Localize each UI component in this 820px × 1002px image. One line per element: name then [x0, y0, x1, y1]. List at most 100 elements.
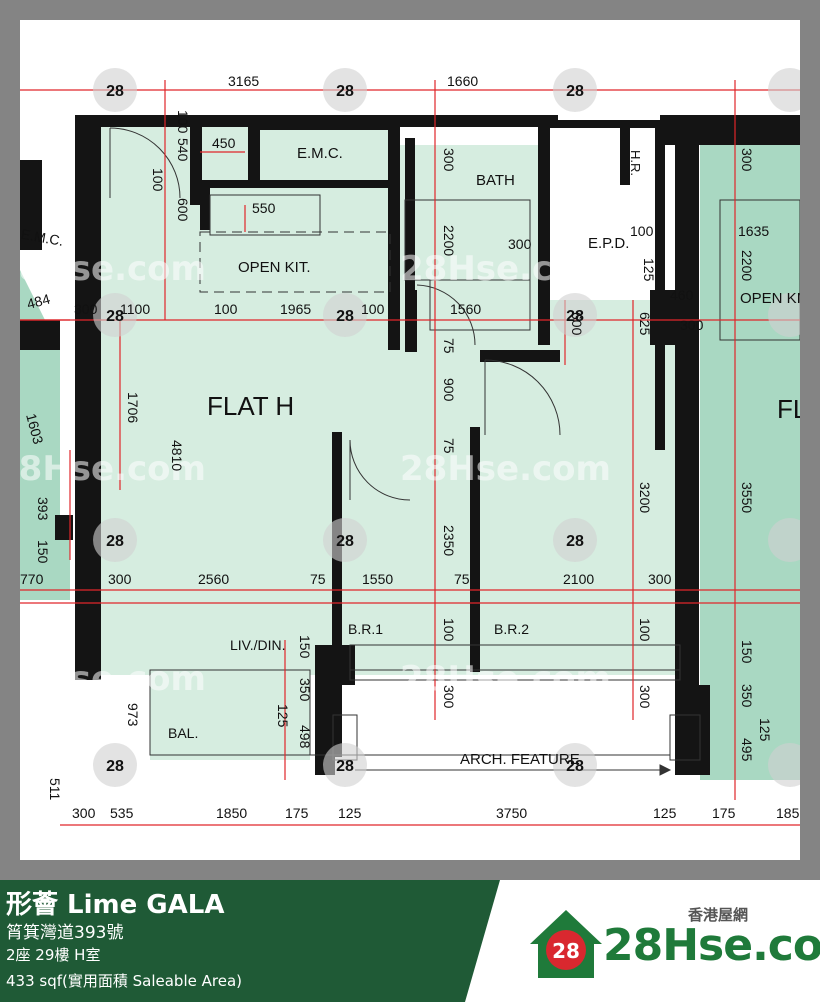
svg-text:28Hse.com: 28Hse.com	[20, 29, 206, 69]
dimension-labels-vertical: 100 540 100 600 300 2200 125 300 2200 60…	[23, 110, 773, 801]
svg-text:150: 150	[35, 540, 51, 564]
svg-text:28Hse.com: 28Hse.com	[20, 449, 206, 489]
room-labels: FLAT H FL OPEN KIT. OPEN KI BATH E.M.C. …	[20, 145, 800, 768]
svg-text:28Hse.com: 28Hse.com	[400, 29, 611, 69]
svg-text:28: 28	[106, 308, 124, 325]
svg-text:125: 125	[338, 805, 362, 821]
svg-text:2350: 2350	[441, 525, 457, 556]
room-label-open-kit-neighbor: OPEN KI	[740, 290, 800, 307]
svg-text:28: 28	[552, 939, 580, 963]
estate-address: 筲箕灣道393號	[6, 923, 124, 943]
room-label-livdin: LIV./DIN.	[230, 637, 286, 653]
svg-text:28: 28	[106, 83, 124, 100]
svg-text:300: 300	[508, 236, 532, 252]
svg-text:100: 100	[175, 110, 191, 134]
svg-text:28: 28	[106, 758, 124, 775]
svg-text:460: 460	[670, 287, 694, 303]
fixtures	[109, 127, 800, 776]
svg-text:625: 625	[637, 312, 653, 336]
svg-text:100: 100	[637, 618, 653, 642]
unit-location: 2座 29樓 H室	[6, 946, 101, 964]
svg-text:150: 150	[739, 640, 755, 664]
svg-text:150: 150	[297, 635, 313, 659]
svg-text:100: 100	[630, 223, 654, 239]
svg-text:300: 300	[441, 685, 457, 709]
svg-text:535: 535	[110, 805, 134, 821]
floor-plan-drawing: 28Hse.com 28Hse.com 28Hse.com 28Hse.com …	[20, 29, 800, 826]
svg-text:300: 300	[74, 301, 98, 317]
listing-footer: 形薈 Lime GALA 筲箕灣道393號 2座 29樓 H室 433 sqf(…	[0, 880, 820, 1002]
svg-text:2560: 2560	[198, 571, 229, 587]
room-label-flat: FLAT H	[207, 391, 294, 421]
svg-text:300: 300	[441, 148, 457, 172]
svg-text:973: 973	[125, 703, 141, 727]
svg-text:28Hse.com: 28Hse.com	[20, 249, 206, 289]
room-label-bal: BAL.	[168, 725, 198, 741]
svg-text:1560: 1560	[450, 301, 481, 317]
svg-text:100: 100	[441, 618, 457, 642]
estate-name: 形薈 Lime GALA	[6, 890, 225, 920]
svg-text:300: 300	[72, 805, 96, 821]
svg-text:125: 125	[653, 805, 677, 821]
svg-text:125: 125	[641, 258, 657, 282]
svg-text:28: 28	[336, 533, 354, 550]
svg-text:175: 175	[712, 805, 736, 821]
svg-text:350: 350	[297, 678, 313, 702]
svg-text:28Hse.com: 28Hse.com	[400, 449, 611, 489]
svg-text:100: 100	[150, 168, 166, 192]
svg-text:75: 75	[454, 571, 470, 587]
svg-text:100: 100	[214, 301, 238, 317]
svg-text:100: 100	[361, 301, 385, 317]
svg-text:28: 28	[566, 308, 584, 325]
svg-text:3200: 3200	[637, 482, 653, 513]
svg-text:1603: 1603	[23, 412, 47, 446]
svg-text:900: 900	[441, 378, 457, 402]
svg-text:600: 600	[175, 198, 191, 222]
svg-text:1965: 1965	[280, 301, 311, 317]
svg-text:770: 770	[20, 571, 44, 587]
svg-text:3550: 3550	[739, 482, 755, 513]
brand-name: 28Hse.com	[603, 920, 820, 971]
svg-text:2100: 2100	[563, 571, 594, 587]
svg-text:28Hse.com: 28Hse.com	[400, 249, 611, 289]
saleable-area: 433 sqf(實用面積 Saleable Area)	[6, 972, 242, 990]
svg-text:28: 28	[566, 758, 584, 775]
svg-text:3165: 3165	[228, 73, 259, 89]
svg-text:540: 540	[175, 138, 191, 162]
svg-text:1850: 1850	[216, 805, 247, 821]
room-label-br1: B.R.1	[348, 621, 383, 637]
svg-text:185: 185	[776, 805, 800, 821]
svg-text:75: 75	[441, 338, 457, 354]
brand-tagline: 香港屋網	[688, 906, 749, 924]
svg-text:1660: 1660	[447, 73, 478, 89]
svg-text:484: 484	[25, 290, 52, 312]
svg-text:550: 550	[252, 200, 276, 216]
svg-text:125: 125	[275, 704, 291, 728]
room-label-open-kit: OPEN KIT.	[238, 259, 311, 276]
svg-text:75: 75	[310, 571, 326, 587]
svg-text:28: 28	[566, 533, 584, 550]
svg-text:300: 300	[637, 685, 653, 709]
walls	[20, 115, 800, 775]
svg-text:300: 300	[680, 317, 704, 333]
svg-text:450: 450	[212, 135, 236, 151]
svg-text:498: 498	[297, 725, 313, 749]
room-label-flat-neighbor: FL	[777, 394, 800, 424]
svg-text:300: 300	[108, 571, 132, 587]
room-label-br2: B.R.2	[494, 621, 529, 637]
room-label-epd: E.P.D.	[588, 235, 629, 252]
svg-text:495: 495	[739, 738, 755, 762]
svg-text:600: 600	[569, 312, 585, 336]
svg-text:28Hse.com: 28Hse.com	[20, 659, 206, 699]
svg-text:28: 28	[336, 758, 354, 775]
svg-text:300: 300	[739, 148, 755, 172]
floor-plan: 28Hse.com 28Hse.com 28Hse.com 28Hse.com …	[20, 20, 800, 860]
svg-text:1550: 1550	[362, 571, 393, 587]
dimension-lines	[20, 80, 800, 826]
svg-text:2200: 2200	[739, 250, 755, 281]
svg-text:75: 75	[441, 438, 457, 454]
svg-text:28: 28	[566, 83, 584, 100]
svg-text:175: 175	[285, 805, 309, 821]
room-label-bath: BATH	[476, 172, 515, 189]
svg-text:28: 28	[336, 83, 354, 100]
